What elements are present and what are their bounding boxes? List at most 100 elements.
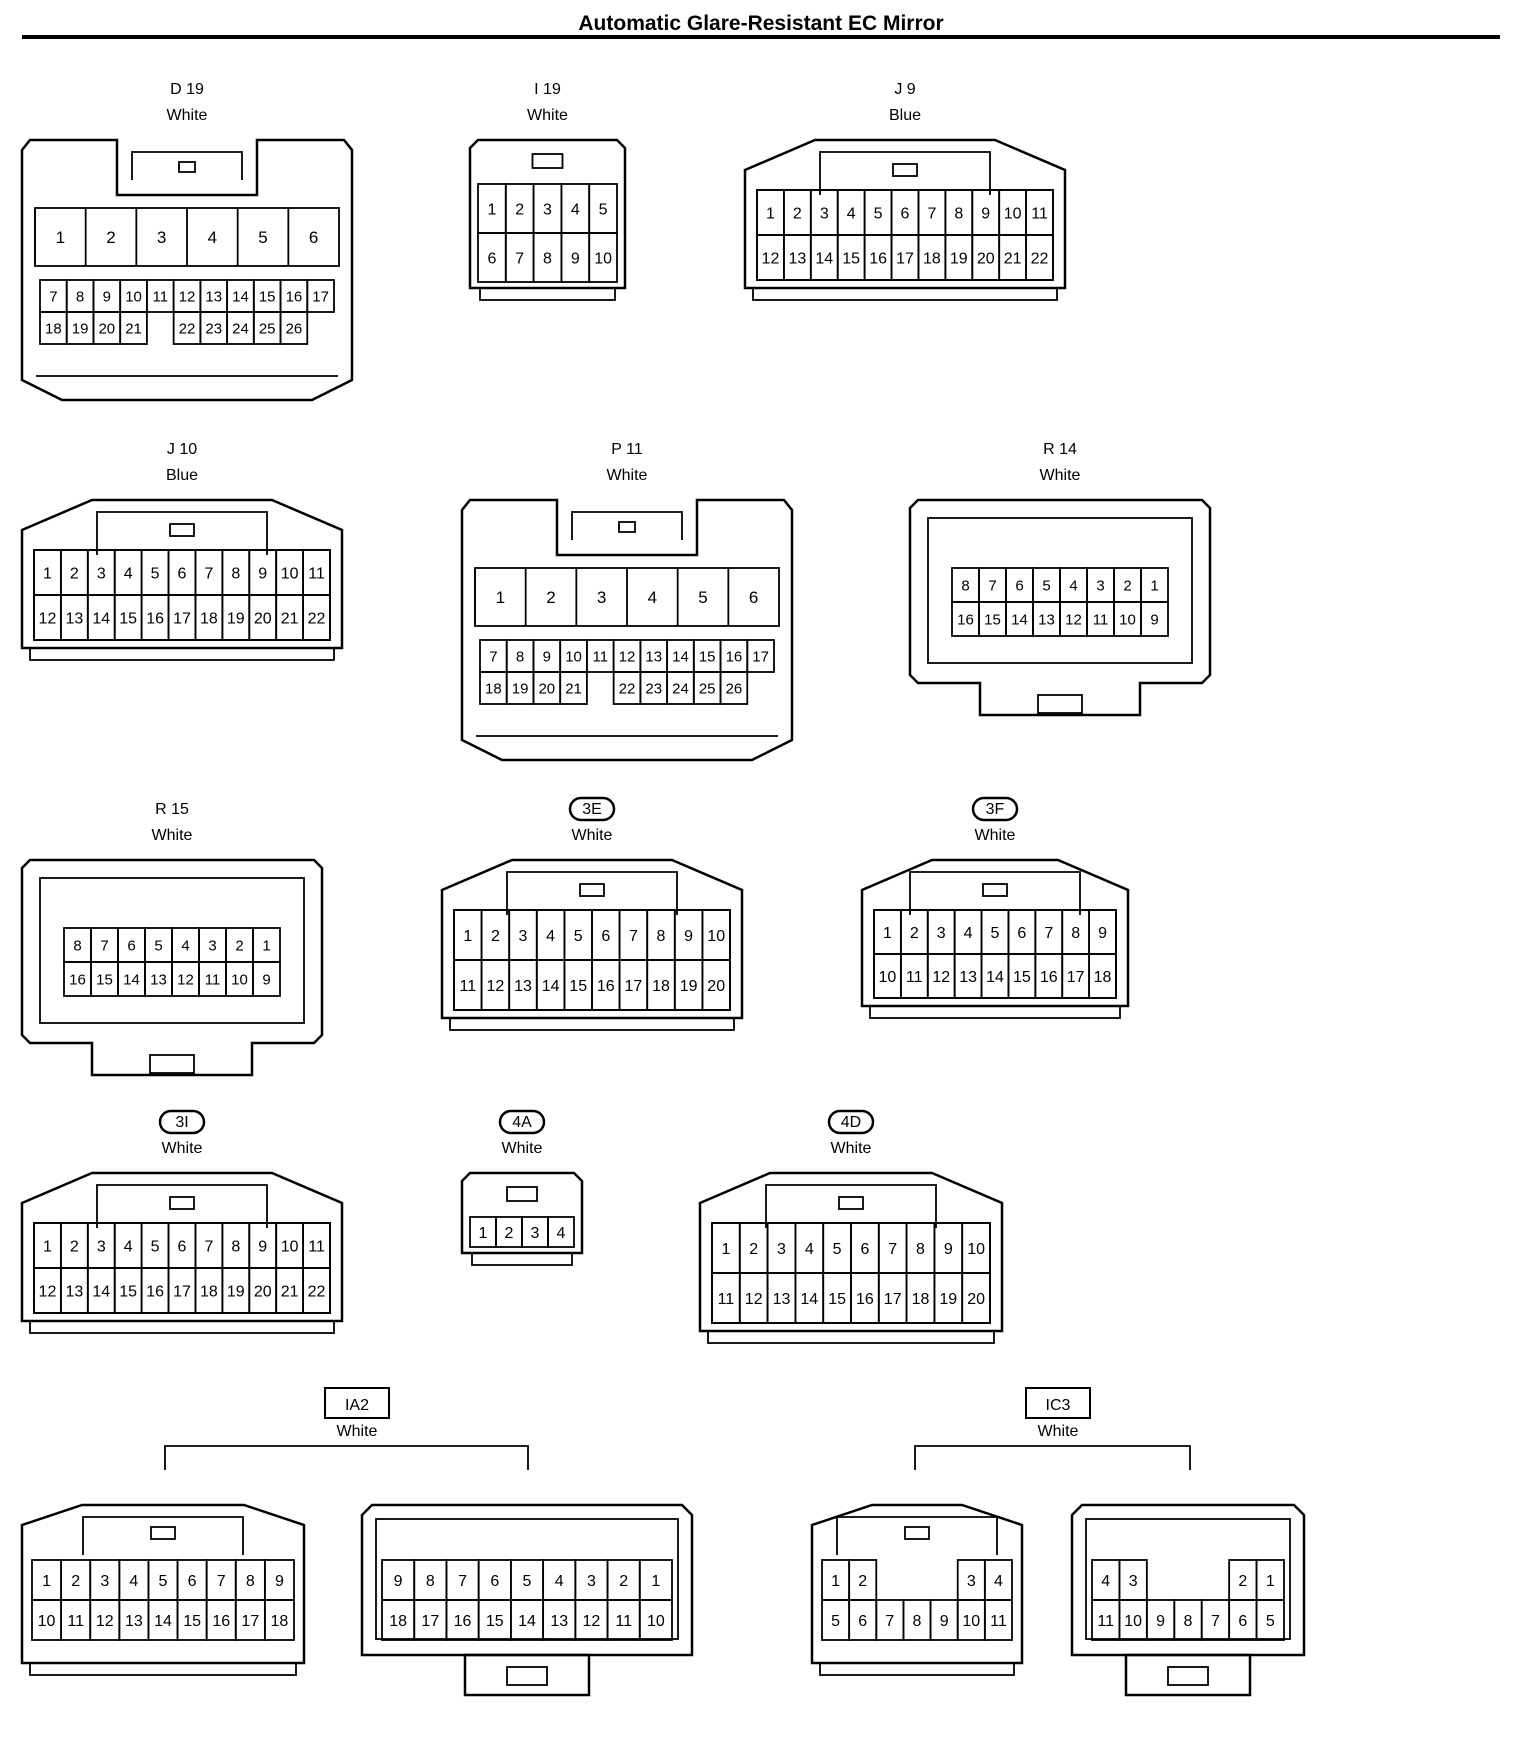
pin-number: 3 xyxy=(967,1573,976,1590)
pin-number: 6 xyxy=(860,1241,869,1258)
pin-number: 14 xyxy=(92,1283,110,1300)
connector-code: 4D xyxy=(841,1114,861,1131)
latch xyxy=(96,1184,268,1228)
pin-cavity xyxy=(302,594,331,641)
pin-cavity xyxy=(1025,234,1054,281)
base xyxy=(29,1320,335,1334)
base xyxy=(449,1017,735,1031)
pin-number: 21 xyxy=(565,680,582,697)
pin-number: 8 xyxy=(246,1573,255,1590)
pin-number: 15 xyxy=(119,1283,137,1300)
pin-number: 6 xyxy=(178,1238,187,1255)
pin-number: 10 xyxy=(1119,611,1136,628)
pin-number: 5 xyxy=(599,201,608,218)
pin-number: 16 xyxy=(856,1291,874,1308)
pin-number: 16 xyxy=(212,1613,230,1630)
pin-number: 1 xyxy=(479,1225,488,1242)
pin-cavity xyxy=(302,1267,331,1314)
pin-number: 13 xyxy=(550,1613,568,1630)
lock-housing xyxy=(463,1653,591,1697)
latch xyxy=(82,1516,244,1555)
pin-number: 15 xyxy=(183,1613,201,1630)
pin-number: 5 xyxy=(154,937,162,954)
pin-number: 2 xyxy=(546,588,555,607)
pin-number: 6 xyxy=(601,928,610,945)
pin-number: 18 xyxy=(200,610,218,627)
connector-color: White xyxy=(337,1423,378,1440)
pin-number: 6 xyxy=(188,1573,197,1590)
connector-code: J 9 xyxy=(894,81,915,98)
connector-tag xyxy=(827,1109,875,1135)
pin-number: 19 xyxy=(72,320,89,337)
pin-cavity xyxy=(559,671,588,705)
pin-number: 7 xyxy=(888,1241,897,1258)
pin-number: 4 xyxy=(571,201,580,218)
pin-number: 11 xyxy=(459,978,476,995)
pin-number: 3 xyxy=(519,928,528,945)
pin-number: 1 xyxy=(766,205,775,222)
pin-number: 14 xyxy=(800,1291,818,1308)
pin-number: 25 xyxy=(259,320,276,337)
pin-number: 13 xyxy=(773,1291,791,1308)
pin-number: 3 xyxy=(777,1241,786,1258)
pin-number: 8 xyxy=(954,205,963,222)
pin-cavity xyxy=(1140,601,1169,637)
pin-number: 2 xyxy=(1238,1573,1247,1590)
pin-number: 3 xyxy=(1096,577,1104,594)
pin-number: 5 xyxy=(574,928,583,945)
housing xyxy=(20,138,354,402)
pin-number: 18 xyxy=(912,1291,930,1308)
pin-number: 9 xyxy=(940,1613,949,1630)
connector-tag xyxy=(568,796,616,822)
pin-number: 15 xyxy=(842,250,860,267)
pin-number: 7 xyxy=(885,1613,894,1630)
pin-number: 3 xyxy=(587,1573,596,1590)
pin-number: 7 xyxy=(1044,925,1053,942)
pin-number: 7 xyxy=(1211,1613,1220,1630)
housing xyxy=(698,1171,1004,1333)
pin-number: 2 xyxy=(235,937,243,954)
housing xyxy=(743,138,1067,290)
pin-number: 12 xyxy=(39,1283,57,1300)
connector-color: White xyxy=(1038,1423,1079,1440)
pin-number: 5 xyxy=(159,1573,168,1590)
connector-tag xyxy=(498,1109,546,1135)
pin-number: 20 xyxy=(977,250,995,267)
pin-number: 16 xyxy=(957,611,974,628)
pin-number: 16 xyxy=(597,978,615,995)
pin-number: 9 xyxy=(944,1241,953,1258)
connector-color: White xyxy=(162,1140,203,1157)
latch-tab xyxy=(531,153,564,169)
connector-color: Blue xyxy=(166,467,198,484)
pin-number: 5 xyxy=(874,205,883,222)
pin-number: 22 xyxy=(308,1283,326,1300)
pin-number: 23 xyxy=(645,680,662,697)
pin-number: 17 xyxy=(173,610,191,627)
pin-number: 8 xyxy=(916,1241,925,1258)
connector-tag xyxy=(324,1387,390,1419)
pin-number: 7 xyxy=(204,565,213,582)
pin-number: 26 xyxy=(726,680,743,697)
connector-color: White xyxy=(152,827,193,844)
pin-cavity xyxy=(701,959,731,1011)
pin-number: 11 xyxy=(308,1238,325,1255)
pin-number: 9 xyxy=(258,565,267,582)
latch-tab xyxy=(838,1196,864,1210)
pin-number: 4 xyxy=(557,1225,566,1242)
pin-number: 11 xyxy=(1093,611,1109,628)
pin-number: 2 xyxy=(71,1573,80,1590)
pin-number: 11 xyxy=(718,1291,735,1308)
pin-number: 19 xyxy=(512,680,529,697)
pin-cavity xyxy=(638,1599,673,1641)
pin-number: 2 xyxy=(910,925,919,942)
pin-cavity xyxy=(252,961,281,997)
pin-number: 1 xyxy=(262,937,270,954)
pin-number: 22 xyxy=(308,610,326,627)
pin-number: 1 xyxy=(496,588,505,607)
connector-color: White xyxy=(975,827,1016,844)
pin-number: 5 xyxy=(833,1241,842,1258)
pin-number: 17 xyxy=(625,978,643,995)
latch-tab xyxy=(982,883,1008,897)
